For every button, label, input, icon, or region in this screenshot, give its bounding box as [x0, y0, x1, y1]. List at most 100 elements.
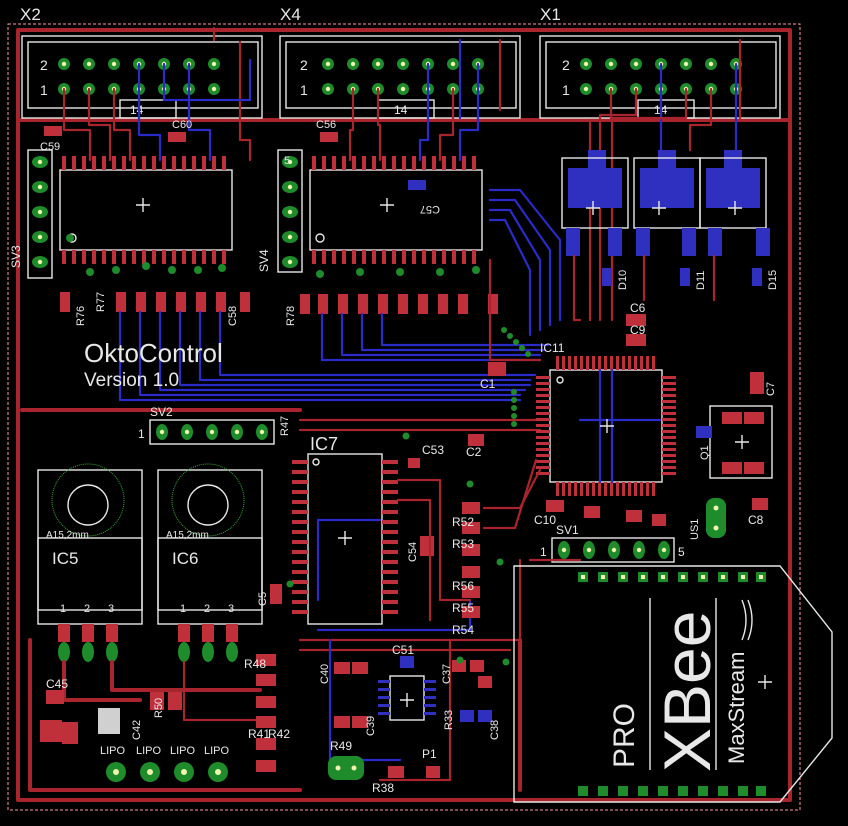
svg-text:1: 1	[540, 545, 547, 559]
svg-text:1: 1	[40, 82, 48, 98]
header-sv1: SV1 1 5	[540, 523, 685, 563]
svg-text:C9: C9	[630, 323, 646, 337]
svg-text:IC7: IC7	[310, 434, 338, 454]
svg-text:XBee: XBee	[650, 611, 724, 772]
svg-text:R41: R41	[248, 727, 270, 741]
svg-text:LIPO: LIPO	[136, 745, 162, 757]
svg-text:C39: C39	[365, 716, 377, 736]
svg-text:R56: R56	[452, 579, 474, 593]
power-section: C45 R50 C42	[28, 638, 302, 792]
svg-text:1: 1	[60, 603, 66, 615]
svg-text:R48: R48	[244, 657, 266, 671]
x4-label: X4	[280, 5, 301, 24]
svg-text:C57: C57	[420, 203, 440, 215]
svg-text:R33: R33	[443, 710, 455, 730]
xbee-module: PRO XBee MaxStream	[513, 558, 833, 803]
svg-text:2: 2	[300, 57, 308, 73]
svg-text:C8: C8	[748, 513, 764, 527]
svg-text:R47: R47	[279, 416, 291, 436]
svg-text:C7: C7	[765, 382, 777, 396]
header-sv3: SV3	[9, 149, 53, 279]
svg-text:R52: R52	[452, 515, 474, 529]
svg-text:1: 1	[300, 82, 308, 98]
svg-text:R55: R55	[452, 601, 474, 615]
svg-text:2: 2	[562, 57, 570, 73]
svg-text:D15: D15	[767, 270, 779, 290]
driver-chip-middle	[309, 156, 483, 264]
svg-text:D11: D11	[695, 271, 707, 290]
traces-top	[62, 26, 742, 322]
mcu-ic11: IC11	[536, 341, 676, 496]
chip-left-pins-bottom	[62, 250, 226, 264]
svg-text:R38: R38	[372, 781, 394, 795]
svg-text:C45: C45	[46, 677, 68, 691]
svg-text:C51: C51	[392, 643, 414, 657]
svg-text:2: 2	[84, 603, 90, 615]
svg-text:C10: C10	[534, 513, 556, 527]
lipo-connectors: LIPO LIPO LIPO LIPO	[100, 745, 230, 782]
svg-text:SV4: SV4	[257, 249, 271, 272]
chip-left-pins-top	[62, 156, 226, 170]
svg-text:US1: US1	[689, 519, 701, 540]
board-version: Version 1.0	[84, 370, 179, 391]
svg-text:P1: P1	[422, 747, 437, 761]
svg-text:R78: R78	[285, 306, 297, 326]
svg-text:2: 2	[204, 603, 210, 615]
regulators: D10 D11 D15	[561, 150, 779, 290]
xbee-pins-top	[578, 572, 766, 582]
svg-text:R53: R53	[452, 537, 474, 551]
svg-text:2: 2	[40, 57, 48, 73]
svg-text:C60: C60	[172, 119, 192, 131]
svg-text:D10: D10	[617, 270, 629, 290]
board-title: OktoControl	[84, 338, 223, 368]
svg-text:R50: R50	[153, 698, 165, 718]
svg-text:SV1: SV1	[556, 523, 579, 537]
svg-text:C6: C6	[630, 301, 646, 315]
svg-text:IC5: IC5	[52, 549, 78, 568]
svg-text:1: 1	[138, 427, 145, 441]
svg-text:C5: C5	[257, 592, 269, 606]
resistor-row-middle: R78	[285, 294, 498, 326]
svg-text:PRO: PRO	[608, 703, 641, 768]
svg-text:5: 5	[678, 545, 685, 559]
svg-text:SV2: SV2	[150, 405, 173, 419]
resistor-row-left: R76 R77 C58	[60, 292, 250, 326]
ic6: IC6 A15,2mm 1 2 3	[157, 463, 263, 662]
svg-text:C56: C56	[316, 119, 336, 131]
svg-text:C40: C40	[319, 664, 331, 684]
x2-label: X2	[20, 5, 41, 24]
svg-text:C2: C2	[466, 445, 482, 459]
svg-text:SV3: SV3	[9, 245, 23, 268]
svg-text:1: 1	[562, 82, 570, 98]
header-sv4: SV4 5	[257, 149, 303, 273]
svg-text:LIPO: LIPO	[204, 745, 230, 757]
svg-text:14: 14	[394, 103, 408, 117]
svg-text:MaxStream: MaxStream	[724, 652, 749, 764]
ic7: IC7 C53 C2	[292, 434, 484, 625]
svg-text:R42: R42	[268, 727, 290, 741]
svg-text:R49: R49	[330, 739, 352, 753]
resistor-column-ic7: R52 R53 R56 R55 R54 C54	[396, 458, 542, 637]
svg-text:R76: R76	[75, 306, 87, 326]
xbee-pins-bottom	[578, 786, 766, 796]
x1-label: X1	[540, 5, 561, 24]
svg-text:Q1: Q1	[699, 445, 711, 460]
svg-text:LIPO: LIPO	[170, 745, 196, 757]
svg-text:A15,2mm: A15,2mm	[166, 530, 209, 541]
board-outline	[7, 23, 801, 811]
svg-text:C42: C42	[131, 720, 143, 740]
svg-text:R54: R54	[452, 623, 474, 637]
svg-text:C1: C1	[480, 377, 496, 391]
svg-text:A15,2mm: A15,2mm	[46, 530, 89, 541]
svg-text:3: 3	[228, 603, 234, 615]
svg-text:C54: C54	[407, 542, 419, 562]
ic5: IC5 A15,2mm 1 2 3	[37, 463, 143, 662]
svg-text:14: 14	[130, 103, 144, 117]
driver-chip-left	[59, 156, 233, 264]
svg-text:C53: C53	[422, 443, 444, 457]
svg-text:3: 3	[108, 603, 114, 615]
mcu-peripherals: C1 C6 C9 C7 Q1 US1 C8 C10	[480, 301, 777, 540]
svg-text:C37: C37	[441, 664, 453, 684]
signal-bus	[118, 188, 716, 432]
